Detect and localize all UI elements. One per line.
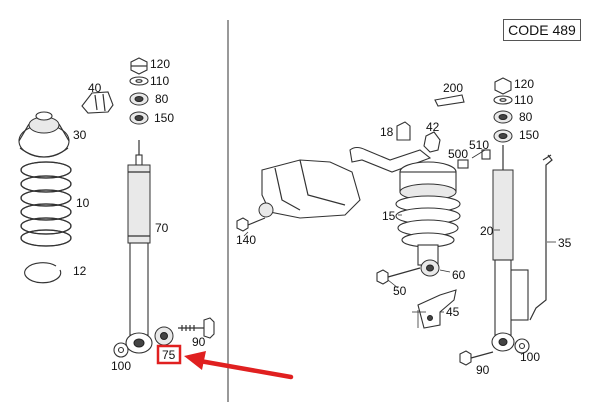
left-shock-absorber-70 <box>125 140 153 354</box>
right-bushing-80 <box>493 110 513 124</box>
right-washer-100 <box>514 338 530 354</box>
label-right-150: 150 <box>519 128 539 142</box>
label-right-140: 140 <box>236 233 256 247</box>
left-spring-seat-30 <box>18 111 70 158</box>
label-left-100: 100 <box>111 359 131 373</box>
label-left-120: 120 <box>150 57 170 71</box>
label-right-18: 18 <box>380 125 394 139</box>
label-left-75: 75 <box>162 348 176 362</box>
label-left-12: 12 <box>73 264 87 278</box>
label-right-15: 15 <box>382 209 396 223</box>
left-washer-110 <box>129 76 149 86</box>
label-left-110: 110 <box>150 74 169 88</box>
label-left-90: 90 <box>192 335 206 349</box>
right-bolt-90 <box>459 350 494 366</box>
right-fitting-500 <box>457 159 469 169</box>
left-coil-spring-10 <box>20 161 72 247</box>
label-right-100: 100 <box>520 350 540 364</box>
right-sensor-line-35 <box>529 154 553 321</box>
label-right-500: 500 <box>448 147 468 161</box>
right-bolt-50 <box>376 267 421 285</box>
label-left-30: 30 <box>73 128 87 142</box>
right-bolt-140 <box>236 217 266 232</box>
label-right-20: 20 <box>480 224 494 238</box>
label-right-60: 60 <box>452 268 466 282</box>
label-right-50: 50 <box>393 284 407 298</box>
label-right-45: 45 <box>446 305 460 319</box>
label-left-70: 70 <box>155 221 169 235</box>
right-nut-120 <box>494 77 512 95</box>
label-right-35: 35 <box>558 236 572 250</box>
right-bushing-150 <box>493 129 513 143</box>
right-part-200 <box>434 94 465 107</box>
right-control-arm <box>258 146 432 219</box>
label-right-120: 120 <box>514 77 534 91</box>
label-right-200: 200 <box>443 81 463 95</box>
left-nut-120 <box>130 57 148 75</box>
right-air-spring-15 <box>395 161 461 277</box>
code-label: CODE 489 <box>503 19 581 41</box>
label-left-80: 80 <box>155 92 169 106</box>
right-fitting-510 <box>481 149 491 160</box>
right-washer-110 <box>493 95 513 105</box>
left-washer-lower <box>113 342 129 358</box>
left-bushing-80 <box>129 92 149 106</box>
left-bump-stop-40 <box>81 91 114 114</box>
label-right-42: 42 <box>426 120 440 134</box>
label-left-150: 150 <box>154 111 174 125</box>
right-clip-42 <box>423 131 441 153</box>
label-right-80: 80 <box>519 110 533 124</box>
label-right-90: 90 <box>476 363 490 377</box>
label-left-40: 40 <box>88 81 102 95</box>
left-bushing-150 <box>129 111 149 125</box>
right-part-18 <box>396 121 411 141</box>
highlight-box <box>156 344 182 365</box>
right-shock-absorber-20 <box>491 145 529 352</box>
label-right-510: 510 <box>469 138 489 152</box>
right-bracket-45 <box>417 289 457 329</box>
leader-lines <box>243 149 556 328</box>
left-bushing-lower <box>154 326 174 346</box>
left-circlip-12 <box>24 262 62 284</box>
label-right-110: 110 <box>514 93 533 107</box>
highlight-arrow <box>184 351 294 380</box>
left-bolt-90 <box>178 317 215 339</box>
label-left-10: 10 <box>76 196 90 210</box>
